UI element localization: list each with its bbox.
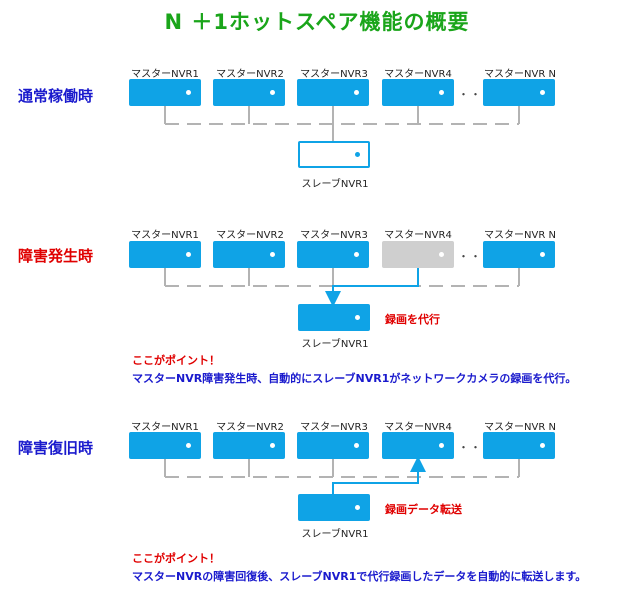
led-icon [270, 90, 275, 95]
section-recovery-label: 障害復旧時 [18, 439, 94, 457]
master-4-label: マスターNVR4 [384, 422, 452, 433]
action-label-transfer: 録画データ転送 [385, 503, 462, 516]
master-nvr-n [483, 241, 555, 268]
led-icon [439, 443, 444, 448]
point-description: マスターNVRの障害回復後、スレーブNVR1で代行録画したデータを自動的に転送し… [132, 570, 587, 583]
slave-nvr-transfer [298, 494, 370, 521]
master-2-label: マスターNVR2 [216, 230, 284, 241]
led-icon [540, 90, 545, 95]
bus-recovery [164, 459, 520, 478]
transfer-arrow [332, 456, 426, 494]
slave-nvr-active [298, 304, 370, 331]
master-2-label: マスターNVR2 [216, 422, 284, 433]
master-nvr-4-failed [382, 241, 454, 268]
led-icon [270, 252, 275, 257]
led-icon [354, 443, 359, 448]
led-icon [355, 505, 360, 510]
master-nvr-1 [129, 79, 201, 106]
slave-label: スレーブNVR1 [301, 529, 369, 540]
led-icon [186, 443, 191, 448]
bus-normal [164, 106, 520, 141]
master-2-label: マスターNVR2 [216, 69, 284, 80]
led-icon [354, 252, 359, 257]
master-nvr-n [483, 432, 555, 459]
led-icon [354, 90, 359, 95]
master-nvr-2 [213, 79, 285, 106]
master-1-label: マスターNVR1 [131, 422, 199, 433]
led-icon [186, 252, 191, 257]
point-description: マスターNVR障害発生時、自動的にスレーブNVR1がネットワークカメラの録画を代… [132, 372, 577, 385]
led-icon [270, 443, 275, 448]
point-heading: ここがポイント！ [132, 354, 220, 367]
master-n-label: マスターNVR N [484, 69, 556, 80]
master-nvr-1 [129, 432, 201, 459]
master-3-label: マスターNVR3 [300, 69, 368, 80]
led-icon [540, 443, 545, 448]
master-nvr-3 [297, 241, 369, 268]
master-nvr-4-restored [382, 432, 454, 459]
slave-label: スレーブNVR1 [301, 179, 369, 190]
section-failure-label: 障害発生時 [18, 247, 94, 265]
led-icon [540, 252, 545, 257]
led-icon [439, 90, 444, 95]
master-4-label: マスターNVR4 [384, 230, 452, 241]
master-4-label: マスターNVR4 [384, 69, 452, 80]
master-nvr-2 [213, 432, 285, 459]
master-1-label: マスターNVR1 [131, 69, 199, 80]
led-icon [355, 152, 360, 157]
action-label-record: 録画を代行 [385, 313, 440, 326]
master-3-label: マスターNVR3 [300, 230, 368, 241]
master-nvr-4 [382, 79, 454, 106]
master-nvr-n [483, 79, 555, 106]
failover-arrow [325, 268, 419, 307]
bus-failure [164, 268, 520, 287]
master-nvr-2 [213, 241, 285, 268]
master-3-label: マスターNVR3 [300, 422, 368, 433]
master-nvr-3 [297, 79, 369, 106]
master-n-label: マスターNVR N [484, 422, 556, 433]
led-icon [439, 252, 444, 257]
master-1-label: マスターNVR1 [131, 230, 199, 241]
point-heading: ここがポイント！ [132, 552, 220, 565]
led-icon [186, 90, 191, 95]
slave-nvr-standby [298, 141, 370, 168]
master-nvr-1 [129, 241, 201, 268]
slave-label: スレーブNVR1 [301, 339, 369, 350]
master-n-label: マスターNVR N [484, 230, 556, 241]
page-title: N ＋1ホットスペア機能の概要 [164, 10, 470, 34]
section-normal-label: 通常稼働時 [18, 87, 94, 105]
master-nvr-3 [297, 432, 369, 459]
led-icon [355, 315, 360, 320]
